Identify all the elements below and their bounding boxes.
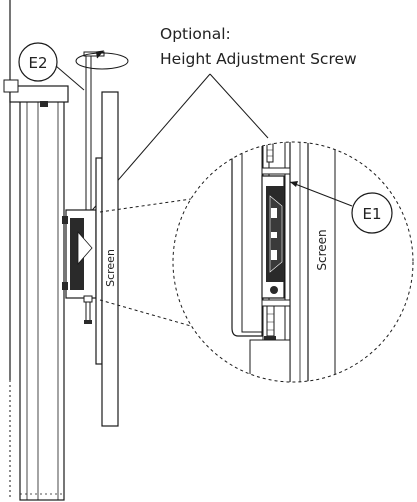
svg-text:E2: E2 <box>28 54 47 72</box>
e1-leader-line <box>289 181 353 207</box>
screen-label-side: Screen <box>104 249 117 287</box>
detail-projection-lines <box>99 197 199 329</box>
label-e2: E2 <box>18 42 58 82</box>
svg-text:E1: E1 <box>362 205 381 223</box>
wall-mount-side-view <box>3 0 119 501</box>
label-e1: E1 <box>351 192 393 234</box>
detail-view <box>173 142 413 382</box>
e2-leader-line <box>55 65 85 91</box>
rotation-arrow-icon <box>75 50 129 70</box>
callout-optional: Optional: <box>160 25 231 43</box>
detail-circle-outline <box>172 141 414 383</box>
screen-label-detail: Screen <box>315 229 329 270</box>
callout-height-adjustment-screw: Height Adjustment Screw <box>160 50 357 68</box>
e1-arrowhead-icon <box>290 181 298 187</box>
